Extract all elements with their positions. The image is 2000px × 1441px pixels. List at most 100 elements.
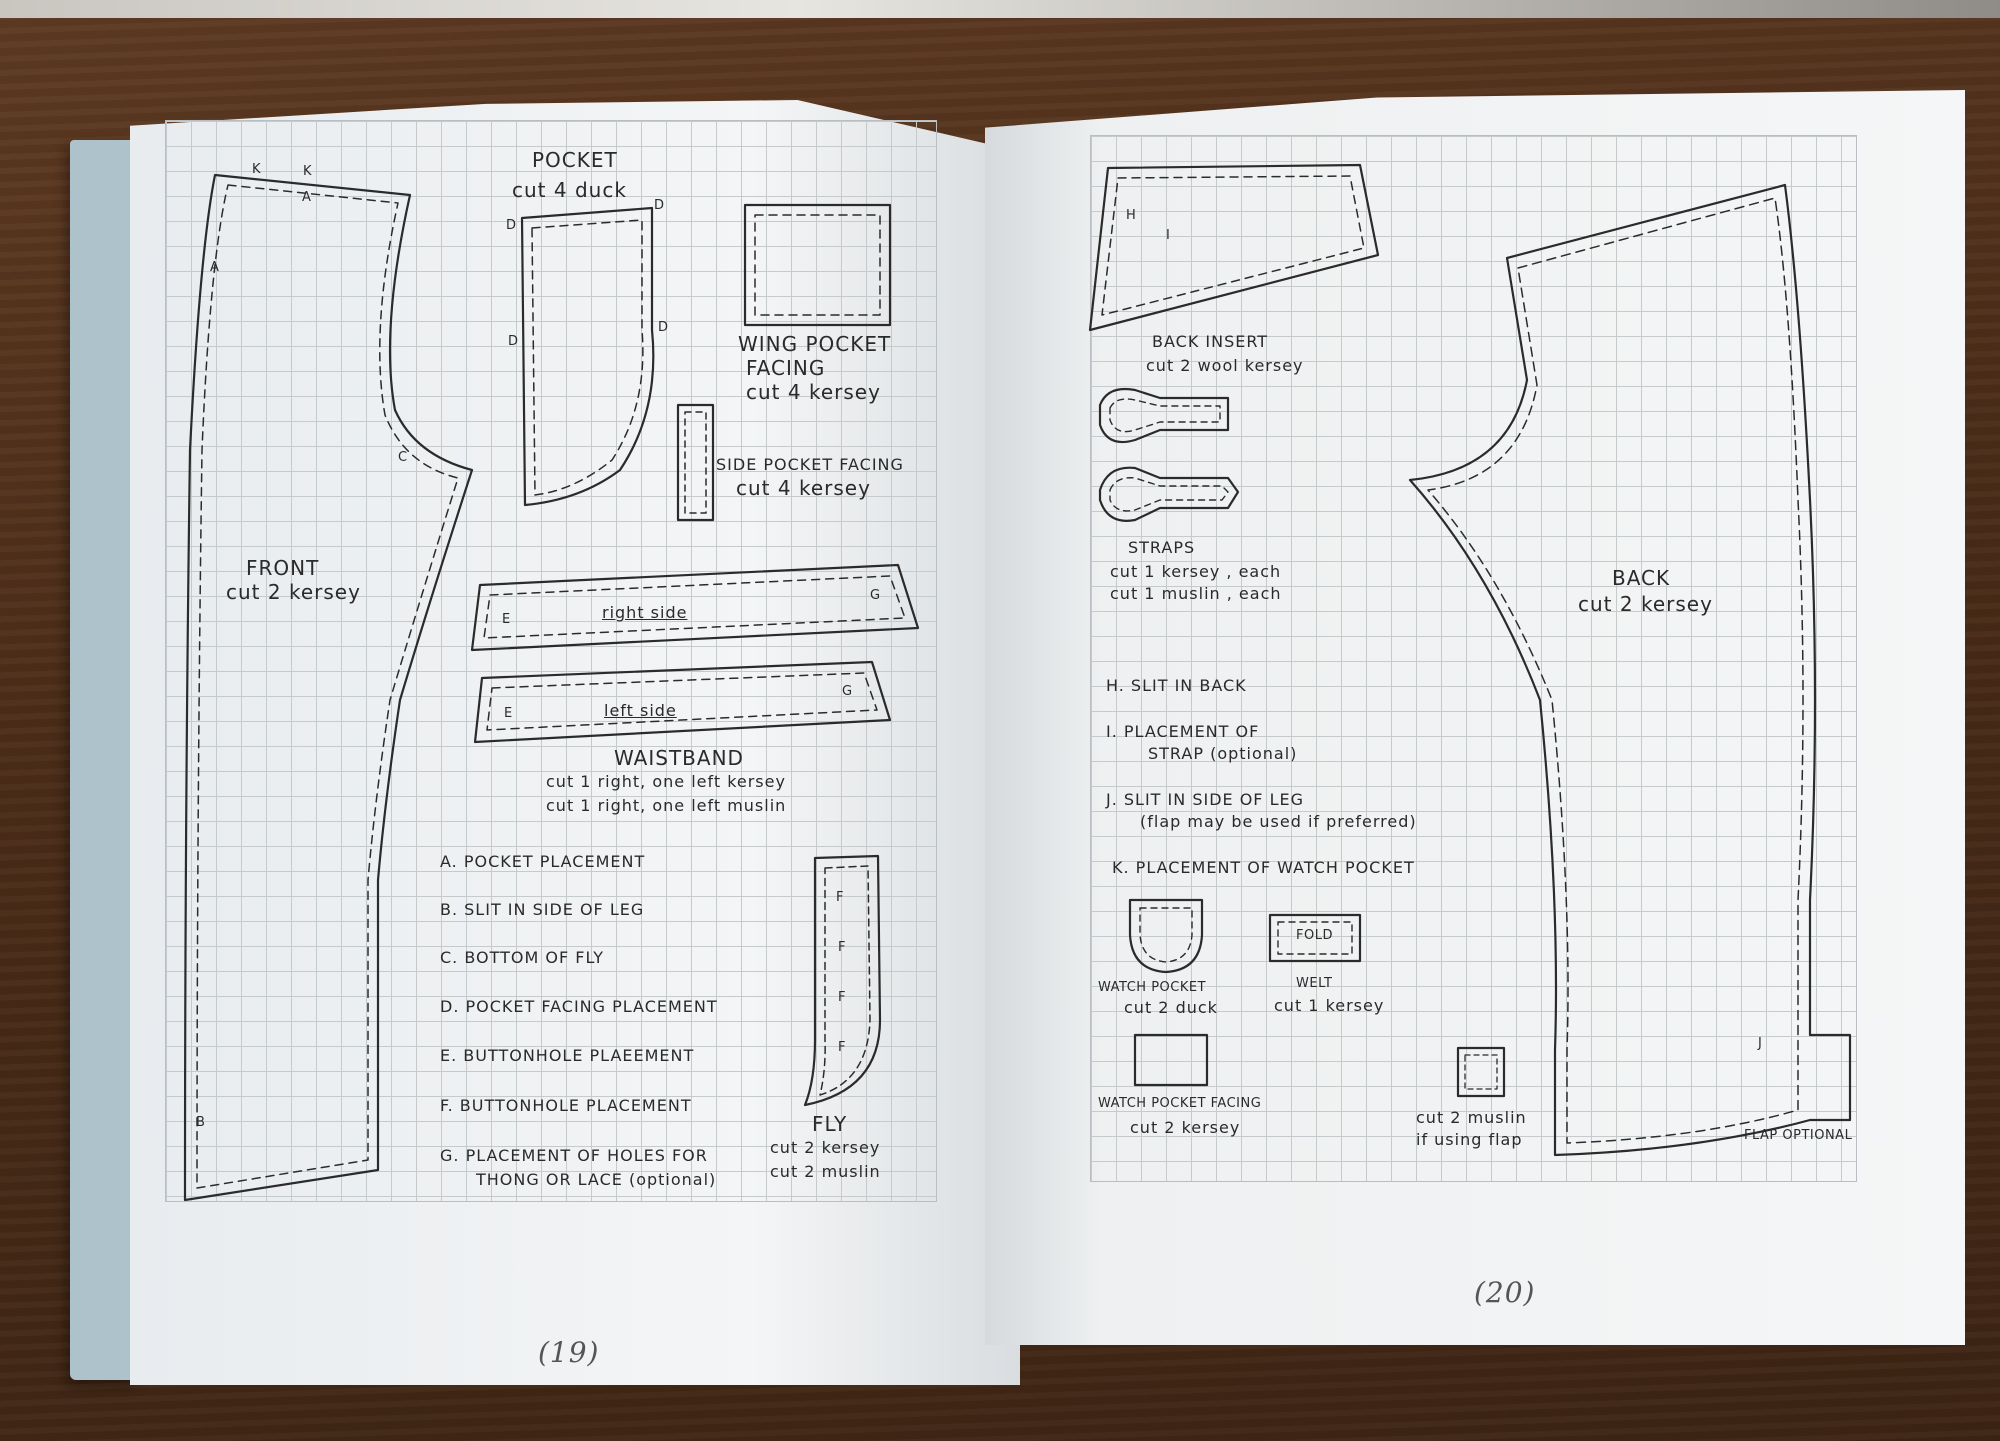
back-cut: cut 2 kersey	[1578, 592, 1713, 616]
legend-item-j: J. SLIT IN SIDE OF LEG	[1106, 790, 1305, 809]
strap-1-outline	[1098, 387, 1230, 444]
wing-pocket-seam	[754, 214, 881, 316]
legend-item-h: H. SLIT IN BACK	[1106, 676, 1247, 695]
left-grid	[165, 120, 937, 1202]
strap-2-seam	[1109, 477, 1229, 512]
marker-e-1: E	[502, 612, 511, 627]
flap-note-line2: if using flap	[1416, 1130, 1523, 1149]
fly-title: FLY	[812, 1112, 848, 1136]
booklet-cover	[70, 140, 140, 1380]
right-grid	[1090, 135, 1857, 1182]
legend-item-i-cont: STRAP (optional)	[1148, 744, 1298, 763]
background-strip	[0, 0, 2000, 18]
marker-g-1: G	[870, 588, 881, 603]
back-title: BACK	[1612, 566, 1671, 590]
waistband-left-outline	[473, 660, 892, 744]
back-insert-title: BACK INSERT	[1152, 332, 1269, 351]
marker-f-4: F	[838, 1040, 846, 1055]
marker-h: H	[1126, 208, 1137, 223]
flap-note-line1: cut 2 muslin	[1416, 1108, 1527, 1127]
back-seam-line	[1427, 197, 1804, 1144]
front-seam-line	[196, 184, 459, 1189]
front-cut: cut 2 kersey	[226, 580, 361, 604]
front-pattern-outline	[183, 173, 474, 1202]
page-number-left: (19)	[538, 1336, 600, 1369]
pocket-title: POCKET	[532, 148, 618, 172]
waistband-cut-muslin: cut 1 right, one left muslin	[546, 796, 787, 815]
waistband-left-label: left side	[604, 701, 677, 720]
strap-1-seam	[1109, 398, 1221, 433]
fly-cut-muslin: cut 2 muslin	[770, 1162, 881, 1181]
back-pattern-outline	[1408, 183, 1852, 1157]
watch-pocket-facing-outline	[1133, 1033, 1209, 1087]
welt-seam	[1277, 921, 1353, 955]
fly-seam-line	[819, 865, 871, 1096]
watch-pocket-cut: cut 2 duck	[1124, 998, 1218, 1017]
legend-item-g-cont: THONG OR LACE (optional)	[476, 1170, 717, 1189]
watch-pocket-facing-title: WATCH POCKET FACING	[1098, 1096, 1262, 1111]
marker-b: B	[196, 1115, 206, 1130]
legend-item-b: B. SLIT IN SIDE OF LEG	[440, 900, 645, 919]
wing-pocket-title2: FACING	[746, 356, 826, 380]
waistband-right-outline	[470, 563, 920, 652]
fly-cut-kersey: cut 2 kersey	[770, 1138, 881, 1157]
marker-j: J	[1758, 1036, 1763, 1051]
welt-fold-label: FOLD	[1296, 928, 1333, 943]
marker-d-3: D	[508, 334, 519, 349]
side-pocket-cut: cut 4 kersey	[736, 476, 871, 500]
legend-item-i: I. PLACEMENT OF	[1106, 722, 1260, 741]
marker-a: A	[210, 260, 220, 275]
marker-f-2: F	[838, 940, 846, 955]
flap-optional-label: FLAP OPTIONAL	[1744, 1128, 1853, 1143]
welt-cut: cut 1 kersey	[1274, 996, 1385, 1015]
legend-item-d: D. POCKET FACING PLACEMENT	[440, 997, 718, 1016]
back-insert-seam	[1101, 175, 1365, 316]
marker-e-2: E	[504, 706, 513, 721]
strap-2-outline	[1098, 466, 1240, 522]
flap-square-outline	[1456, 1046, 1506, 1098]
legend-item-e: E. BUTTONHOLE PLAEEMENT	[440, 1046, 695, 1065]
back-insert-outline	[1088, 163, 1380, 332]
legend-item-f: F. BUTTONHOLE PLACEMENT	[440, 1096, 692, 1115]
marker-d-1: D	[506, 218, 517, 233]
straps-title: STRAPS	[1128, 538, 1196, 557]
marker-k-2: K	[303, 164, 313, 179]
wing-pocket-cut: cut 4 kersey	[746, 380, 881, 404]
marker-g-2: G	[842, 684, 853, 699]
back-insert-cut: cut 2 wool kersey	[1146, 356, 1304, 375]
marker-c: C	[398, 450, 408, 465]
welt-title: WELT	[1296, 976, 1333, 991]
watch-pocket-seam	[1139, 907, 1193, 963]
front-title: FRONT	[246, 556, 320, 580]
marker-k-1: K	[252, 162, 262, 177]
waistband-right-seam	[483, 575, 906, 639]
marker-f-3: F	[838, 990, 846, 1005]
legend-item-j-cont: (flap may be used if preferred)	[1140, 812, 1417, 831]
legend-item-g: G. PLACEMENT OF HOLES FOR	[440, 1146, 708, 1165]
welt-outline	[1268, 913, 1362, 963]
waistband-left-seam	[486, 672, 878, 731]
flap-square-seam	[1464, 1054, 1498, 1090]
legend-item-a: A. POCKET PLACEMENT	[440, 852, 646, 871]
pocket-pattern-outline	[520, 206, 655, 507]
watch-pocket-title: WATCH POCKET	[1098, 980, 1207, 995]
marker-i: I	[1166, 228, 1171, 243]
marker-d-4: D	[658, 320, 669, 335]
watch-pocket-facing-cut: cut 2 kersey	[1130, 1118, 1241, 1137]
straps-cut-kersey: cut 1 kersey , each	[1110, 562, 1282, 581]
marker-f-1: F	[836, 890, 844, 905]
side-pocket-title: SIDE POCKET FACING	[716, 455, 904, 474]
watch-pocket-outline	[1128, 898, 1204, 974]
side-pocket-outline	[676, 403, 715, 522]
side-pocket-seam	[684, 411, 707, 514]
waistband-cut-kersey: cut 1 right, one left kersey	[546, 772, 786, 791]
wing-pocket-title: WING POCKET	[738, 332, 892, 356]
marker-d-2: D	[654, 198, 665, 213]
legend-item-k: K. PLACEMENT OF WATCH POCKET	[1112, 858, 1415, 877]
pocket-cut: cut 4 duck	[512, 178, 627, 202]
legend-item-c: C. BOTTOM OF FLY	[440, 948, 605, 967]
waistband-right-label: right side	[602, 603, 688, 622]
straps-cut-muslin: cut 1 muslin , each	[1110, 584, 1282, 603]
fly-pattern-outline	[803, 854, 882, 1107]
